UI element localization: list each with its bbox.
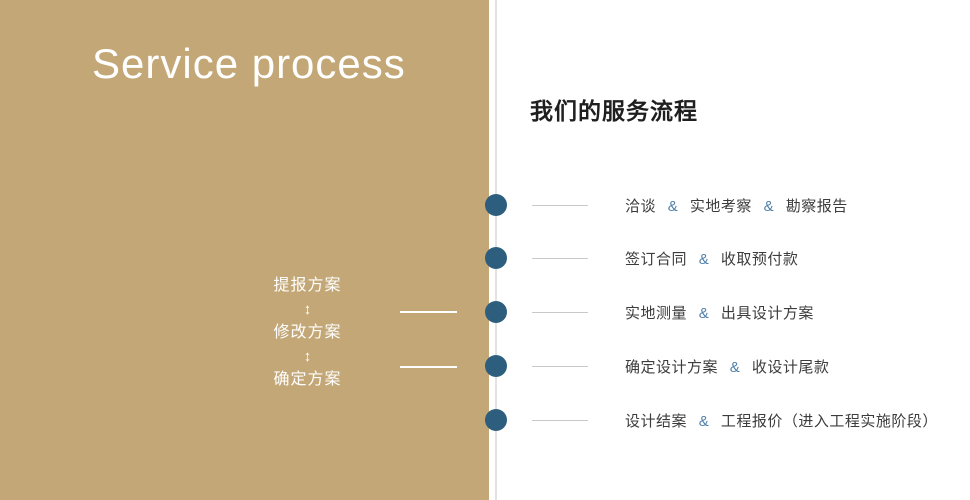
timeline-dot [485,194,507,216]
step-segment: 洽谈 [625,197,657,215]
step-text: 确定设计方案 & 收设计尾款 [625,356,829,377]
ampersand: & [667,197,679,215]
step-segment: 设计结案 [625,412,688,430]
revision-flow: 提报方案 ↕ 修改方案 ↕ 确定方案 [250,278,365,388]
flow-connector-line [400,366,457,368]
flow-step-submit: 提报方案 [273,277,342,294]
step-row-5: 设计结案 & 工程报价（进入工程实施阶段） [532,409,938,431]
timeline-dot [485,247,507,269]
page-title-en: Service process [92,40,406,87]
ampersand: & [763,197,775,215]
step-segment: 收取预付款 [720,250,799,268]
ampersand: & [698,304,710,322]
step-row-2: 签订合同 & 收取预付款 [532,247,798,269]
step-text: 设计结案 & 工程报价（进入工程实施阶段） [625,410,938,431]
step-dash-line [532,311,588,313]
step-segment: 确定设计方案 [625,358,719,376]
gold-panel [0,0,489,500]
timeline-dot [485,301,507,323]
step-dash-line [532,419,588,421]
step-segment: 收设计尾款 [751,358,830,376]
step-segment: 实地考察 [689,197,752,215]
timeline-dot [485,409,507,431]
step-text: 洽谈 & 实地考察 & 勘察报告 [625,195,848,216]
step-text: 实地测量 & 出具设计方案 [625,302,814,323]
step-segment: 勘察报告 [785,197,848,215]
step-dash-line [532,257,588,259]
timeline-dot [485,355,507,377]
ampersand: & [698,412,710,430]
flow-step-revise: 修改方案 [273,324,342,341]
up-down-arrow-icon: ↕ [303,348,312,365]
step-segment: 出具设计方案 [720,304,814,322]
flow-connector-line [400,311,457,313]
up-down-arrow-icon: ↕ [303,301,312,318]
step-text: 签订合同 & 收取预付款 [625,248,798,269]
step-row-1: 洽谈 & 实地考察 & 勘察报告 [532,194,848,216]
step-row-3: 实地测量 & 出具设计方案 [532,301,814,323]
ampersand: & [729,358,741,376]
step-segment: 签订合同 [625,250,688,268]
flow-step-confirm: 确定方案 [273,371,342,388]
ampersand: & [698,250,710,268]
step-dash-line [532,204,588,206]
page-title-cn: 我们的服务流程 [530,98,698,124]
step-segment: 实地测量 [625,304,688,322]
step-segment: 工程报价（进入工程实施阶段） [720,412,938,430]
step-row-4: 确定设计方案 & 收设计尾款 [532,355,829,377]
step-dash-line [532,365,588,367]
